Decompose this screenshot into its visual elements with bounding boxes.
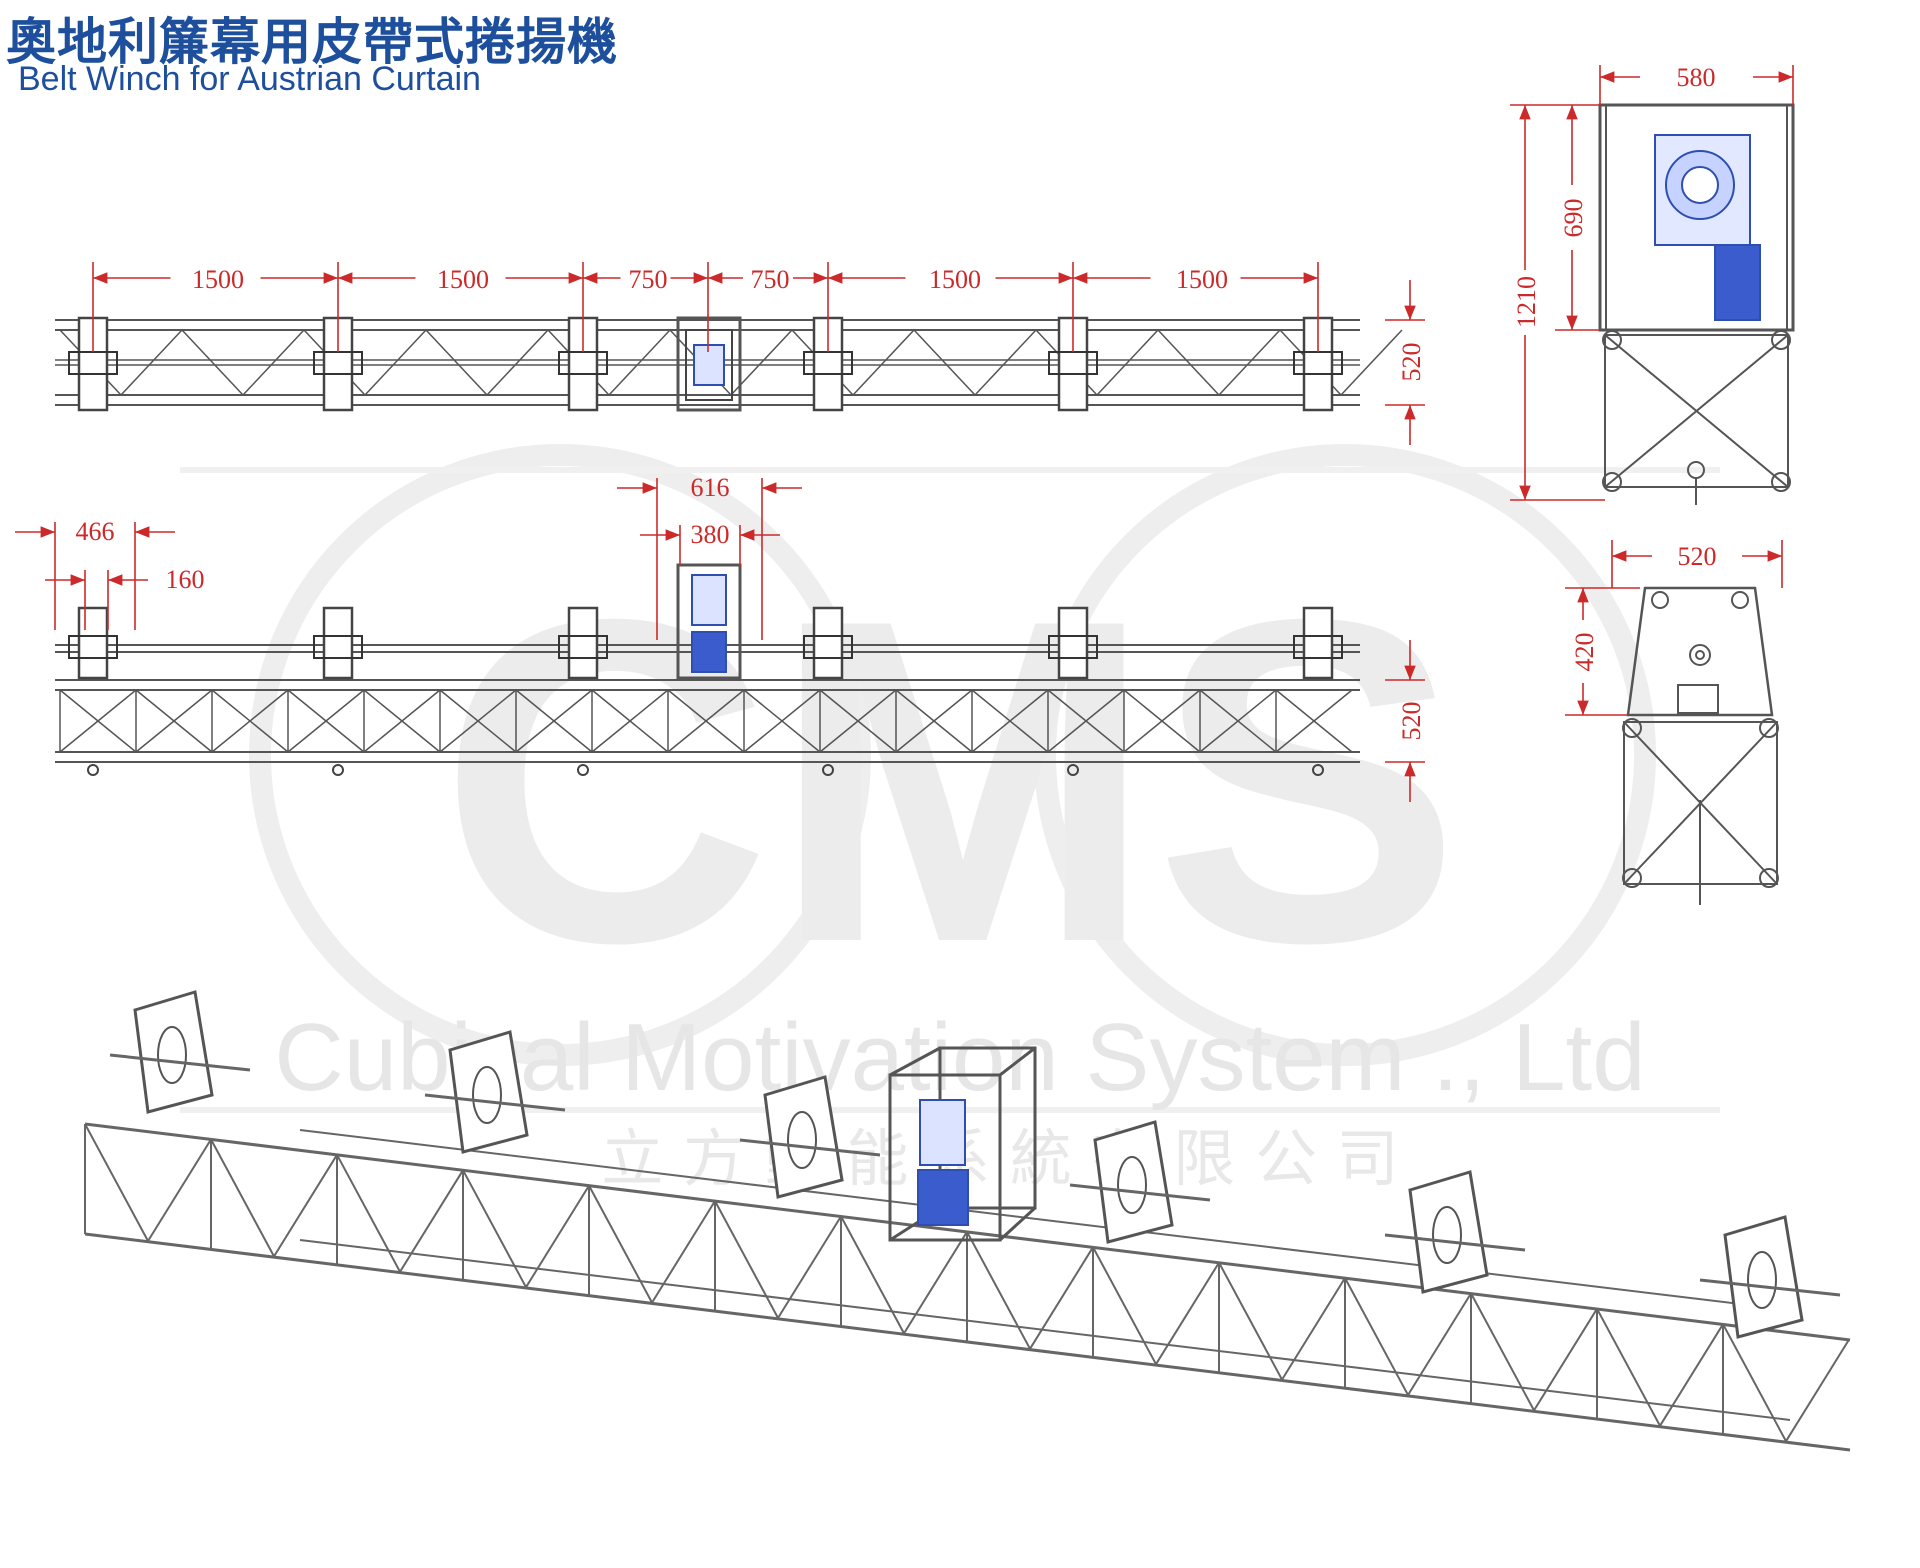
top-view-truss (55, 316, 1403, 412)
dim-side-height: 420 (1570, 633, 1599, 672)
dim-side-width: 520 (1678, 542, 1717, 571)
dim-span-4: 750 (751, 265, 790, 294)
side-view-motor (1598, 103, 1795, 505)
page-title-chinese: 奧地利簾幕用皮帶式捲揚機 (6, 13, 618, 71)
dim-380: 380 (691, 520, 730, 549)
front-view-truss (55, 563, 1360, 776)
dim-1210: 1210 (1512, 276, 1541, 328)
dim-span-5: 1500 (929, 265, 981, 294)
dim-690: 690 (1559, 199, 1588, 238)
watermark-logo: CMS Cubical Motivation System ., Ltd 立 方… (180, 444, 1720, 1195)
watermark-cms-text: CMS (439, 525, 1461, 1038)
dim-span-6: 1500 (1176, 265, 1228, 294)
dim-span-2: 1500 (437, 265, 489, 294)
dim-616: 616 (691, 473, 730, 502)
dim-span-1: 1500 (192, 265, 244, 294)
side-view-winch (1622, 586, 1779, 905)
dim-top-depth: 520 (1397, 343, 1426, 382)
dim-466: 466 (76, 517, 115, 546)
dim-span-3: 750 (629, 265, 668, 294)
dim-580: 580 (1677, 63, 1716, 92)
dim-160: 160 (166, 565, 205, 594)
page-title-english: Belt Winch for Austrian Curtain (18, 60, 481, 98)
dim-front-height: 520 (1397, 702, 1426, 741)
isometric-truss (84, 990, 1851, 1452)
